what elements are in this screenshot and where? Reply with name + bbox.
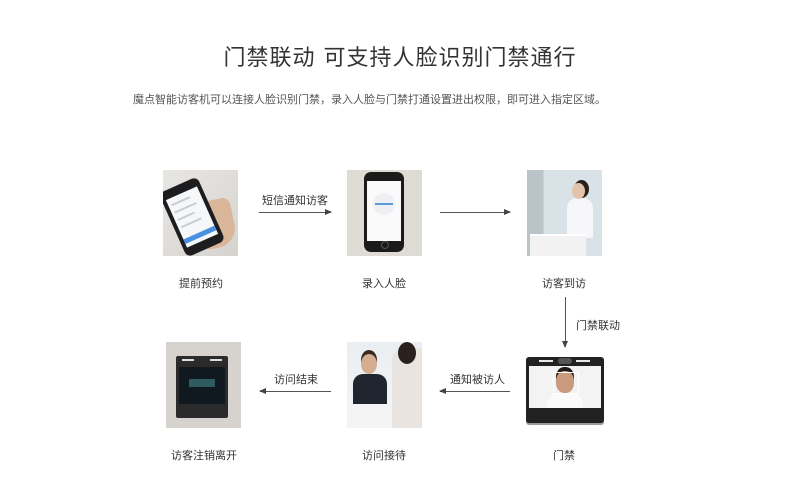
wall-terminal-image <box>166 342 241 428</box>
arrow-left-icon <box>259 388 331 394</box>
edge-label-notify-host: 通知被访人 <box>450 373 505 386</box>
page-subtitle: 魔点智能访客机可以连接人脸识别门禁，录入人脸与门禁打通设置进出权限，即可进入指定… <box>133 93 606 106</box>
phone-in-hand-image <box>163 170 238 256</box>
node-label-visitor-checkout: 访客注销离开 <box>171 449 237 462</box>
node-label-visitor-arrive: 访客到访 <box>542 277 586 290</box>
node-label-face-enroll: 录入人脸 <box>362 277 406 290</box>
arrow-right-icon <box>440 209 511 215</box>
arrow-right-icon <box>259 209 332 215</box>
edge-label-sms-notify: 短信通知访客 <box>262 194 328 207</box>
arrow-down-icon <box>562 297 568 348</box>
arrow-left-icon <box>439 388 510 394</box>
page-title: 门禁联动 可支持人脸识别门禁通行 <box>223 46 577 71</box>
edge-label-gate-link: 门禁联动 <box>576 319 620 332</box>
node-label-access-gate: 门禁 <box>553 449 575 462</box>
face-recognition-terminal-image <box>526 357 604 425</box>
edge-label-visit-end: 访问结束 <box>274 373 318 386</box>
business-meeting-image <box>347 342 422 428</box>
phone-face-enroll-image <box>347 170 422 256</box>
reception-desk-image <box>527 170 602 256</box>
node-label-visit-reception: 访问接待 <box>362 449 406 462</box>
node-label-appointment: 提前预约 <box>179 277 223 290</box>
